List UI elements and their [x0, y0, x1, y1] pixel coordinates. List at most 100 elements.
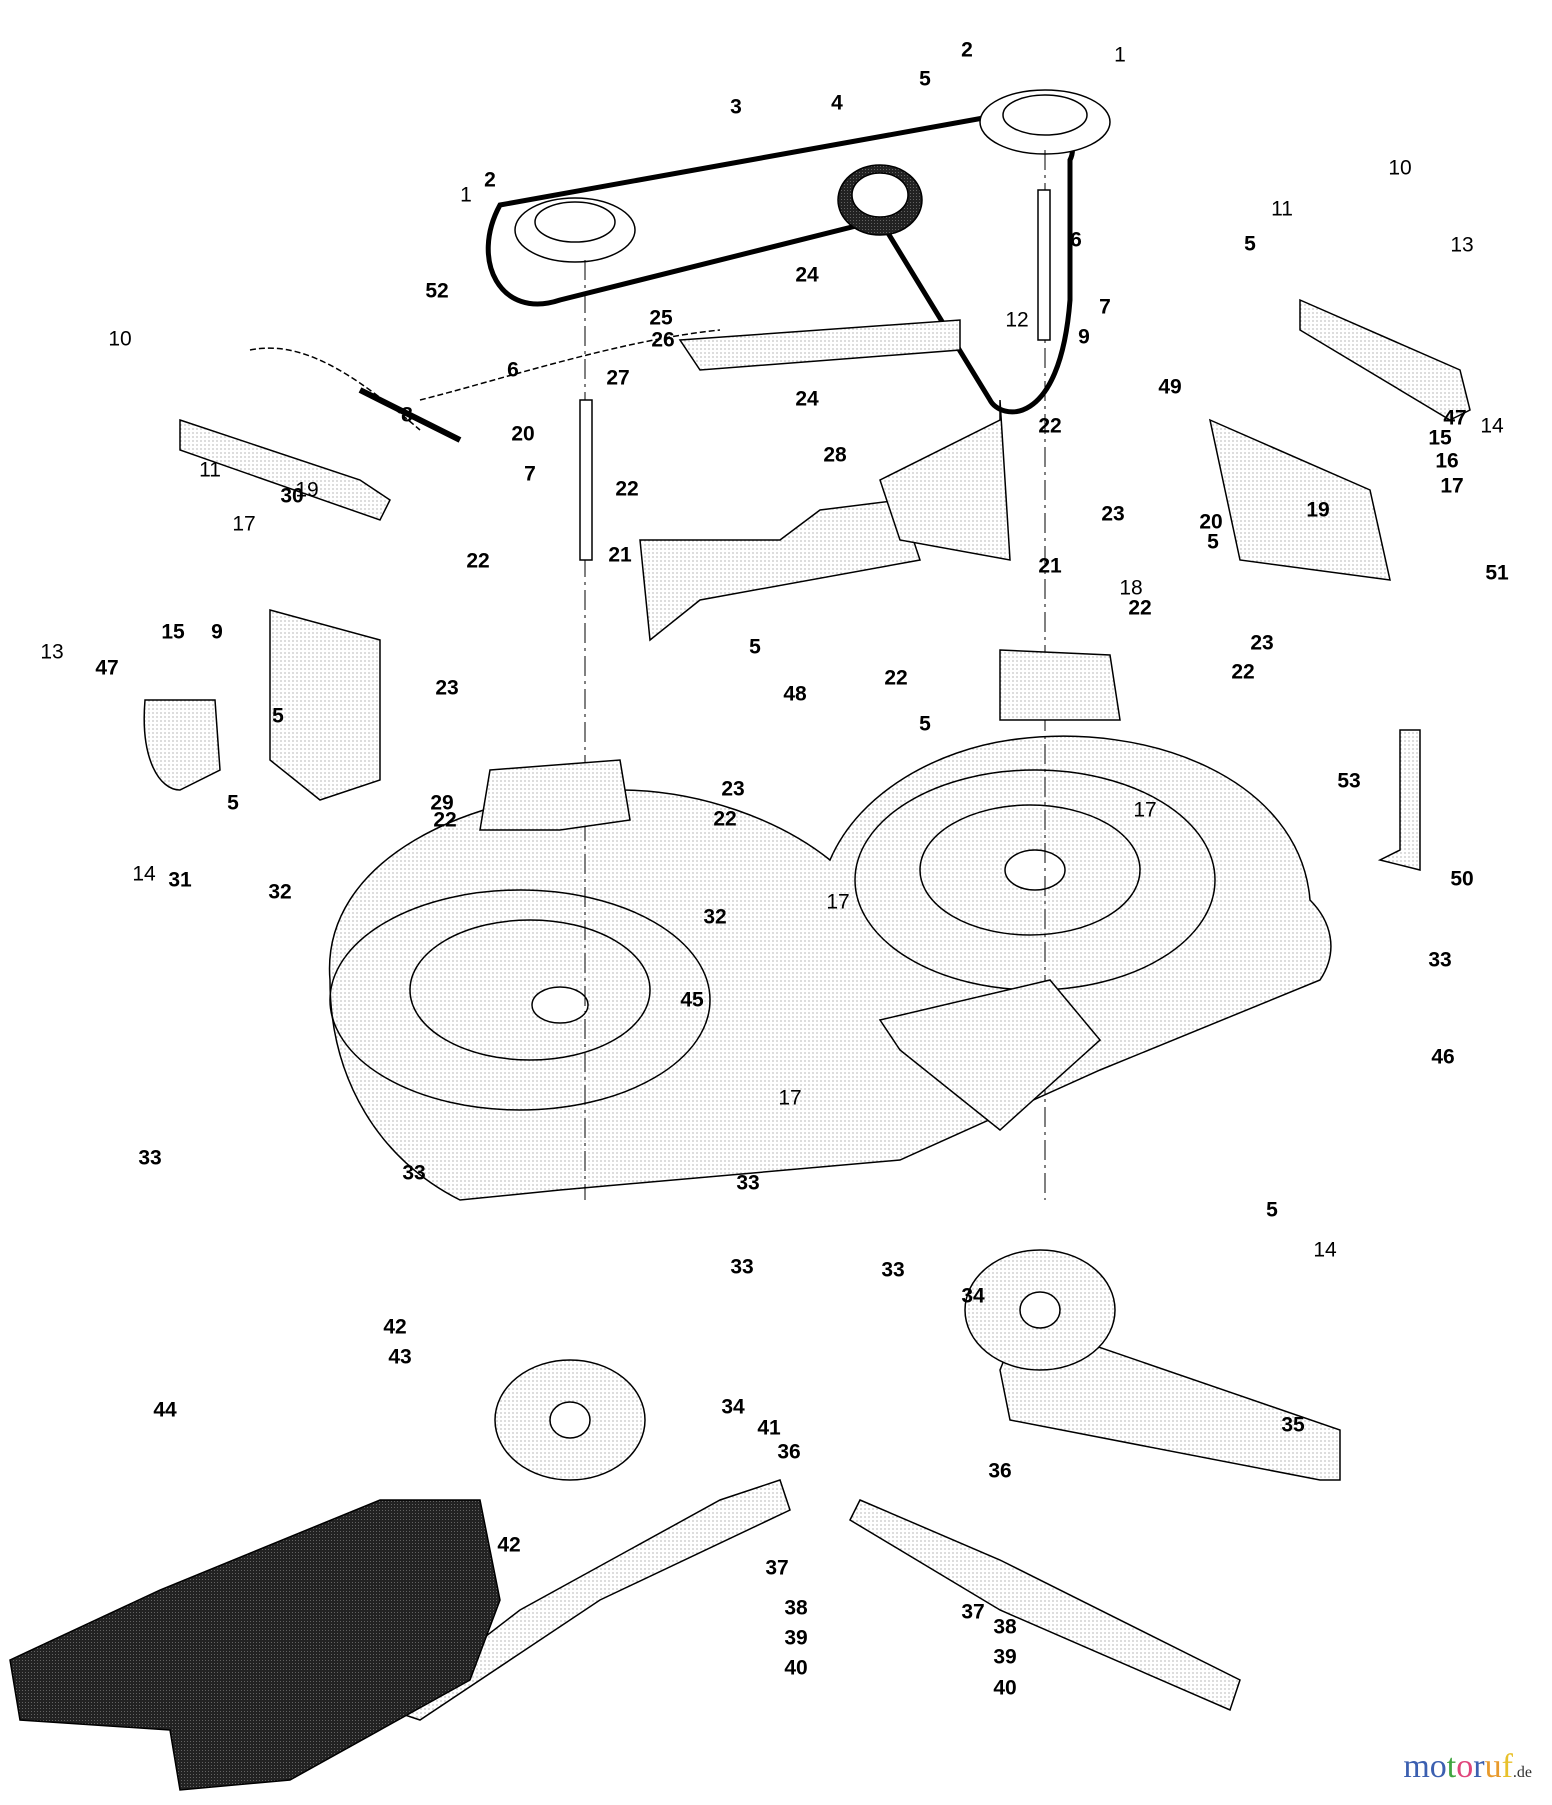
callout-22: 22: [1231, 660, 1255, 684]
callout-2: 2: [961, 38, 973, 62]
watermark-tld: .de: [1512, 1764, 1532, 1781]
callout-8: 8: [401, 403, 413, 427]
callout-11: 11: [199, 458, 221, 482]
callout-31: 31: [168, 868, 192, 892]
callout-33: 33: [402, 1161, 426, 1185]
callout-2: 2: [484, 168, 496, 192]
callout-40: 40: [993, 1676, 1017, 1700]
callout-43: 43: [388, 1345, 412, 1369]
callout-5: 5: [272, 704, 284, 728]
callout-47: 47: [1443, 406, 1467, 430]
callout-34: 34: [961, 1284, 985, 1308]
callout-36: 36: [988, 1459, 1012, 1483]
callout-29: 29: [430, 791, 454, 815]
callout-36: 36: [777, 1440, 801, 1464]
callout-45: 45: [680, 988, 704, 1012]
belt-guard-right: [999, 649, 1121, 721]
discharge-chute: [9, 1499, 501, 1791]
callout-17: 17: [778, 1086, 802, 1110]
callout-13: 13: [1450, 233, 1474, 257]
callout-38: 38: [784, 1596, 808, 1620]
left-spindle-recess: [329, 889, 711, 1111]
right-spindle: [1037, 189, 1051, 341]
callout-10: 10: [108, 327, 132, 351]
callout-33: 33: [730, 1255, 754, 1279]
callout-42: 42: [497, 1533, 521, 1557]
callout-3: 3: [730, 95, 742, 119]
callout-19: 19: [295, 478, 319, 502]
callout-39: 39: [784, 1626, 808, 1650]
callout-15: 15: [1428, 426, 1452, 450]
callout-51: 51: [1485, 561, 1509, 585]
callout-17: 17: [232, 512, 256, 536]
callout-50: 50: [1450, 867, 1474, 891]
callout-22: 22: [1128, 596, 1152, 620]
callout-33: 33: [1428, 948, 1452, 972]
belt-guard-left: [479, 759, 631, 831]
callout-6: 6: [507, 358, 519, 382]
callout-5: 5: [1244, 232, 1256, 256]
callout-47: 47: [95, 656, 119, 680]
watermark-letter: f: [1501, 1748, 1513, 1785]
callout-14: 14: [1480, 414, 1504, 438]
lift-link-right: [1299, 298, 1471, 421]
callout-48: 48: [783, 682, 807, 706]
callout-27: 27: [606, 366, 630, 390]
callout-5: 5: [227, 791, 239, 815]
callout-21: 21: [1038, 554, 1062, 578]
callout-5: 5: [749, 635, 761, 659]
callout-7: 7: [1099, 295, 1111, 319]
callout-20: 20: [1199, 510, 1223, 534]
callout-25: 25: [649, 306, 673, 330]
callout-23: 23: [1250, 631, 1274, 655]
deck-lift-cable: [249, 329, 721, 431]
callout-9: 9: [1078, 325, 1090, 349]
callout-41: 41: [757, 1416, 781, 1440]
callout-23: 23: [435, 676, 459, 700]
callout-26: 26: [651, 328, 675, 352]
callout-33: 33: [736, 1171, 760, 1195]
callout-22: 22: [713, 807, 737, 831]
callout-23: 23: [1101, 502, 1125, 526]
callout-33: 33: [881, 1258, 905, 1282]
callout-22: 22: [1038, 414, 1062, 438]
callout-38: 38: [993, 1615, 1017, 1639]
callout-22: 22: [433, 808, 457, 832]
callout-13: 13: [40, 640, 64, 664]
callout-9: 9: [211, 620, 223, 644]
callout-1: 1: [460, 183, 472, 207]
callout-16: 16: [1435, 449, 1459, 473]
callout-20: 20: [511, 422, 535, 446]
watermark-letter: u: [1484, 1748, 1502, 1785]
motoruf-watermark: motoruf.de: [1403, 1748, 1532, 1786]
blade-right: [849, 1499, 1241, 1712]
callout-6: 6: [1070, 228, 1082, 252]
callout-14: 14: [132, 862, 156, 886]
callout-23: 23: [721, 777, 745, 801]
mower-deck-housing: [328, 735, 1332, 1201]
watermark-letter: o: [1429, 1748, 1447, 1785]
callout-49: 49: [1158, 375, 1182, 399]
callout-37: 37: [765, 1556, 789, 1580]
callout-46: 46: [1431, 1045, 1455, 1069]
deck-stabilizer: [878, 979, 1102, 1131]
callout-44: 44: [153, 1398, 177, 1422]
hanger-bracket-right: [1208, 418, 1391, 581]
watermark-letter: t: [1446, 1748, 1457, 1785]
callout-34: 34: [721, 1395, 745, 1419]
idler-bracket-left: [639, 499, 921, 642]
callout-24: 24: [795, 387, 819, 411]
callout-5: 5: [1207, 530, 1219, 554]
callout-32: 32: [268, 880, 292, 904]
callout-5: 5: [919, 67, 931, 91]
callout-14: 14: [1313, 1238, 1337, 1262]
gauge-wheel-bracket: [1377, 729, 1421, 871]
callout-17: 17: [1440, 474, 1464, 498]
lift-link-left: [179, 418, 391, 521]
callout-53: 53: [1337, 769, 1361, 793]
callout-7: 7: [524, 462, 536, 486]
callout-22: 22: [615, 477, 639, 501]
watermark-wordmark: motoruf: [1403, 1748, 1513, 1786]
